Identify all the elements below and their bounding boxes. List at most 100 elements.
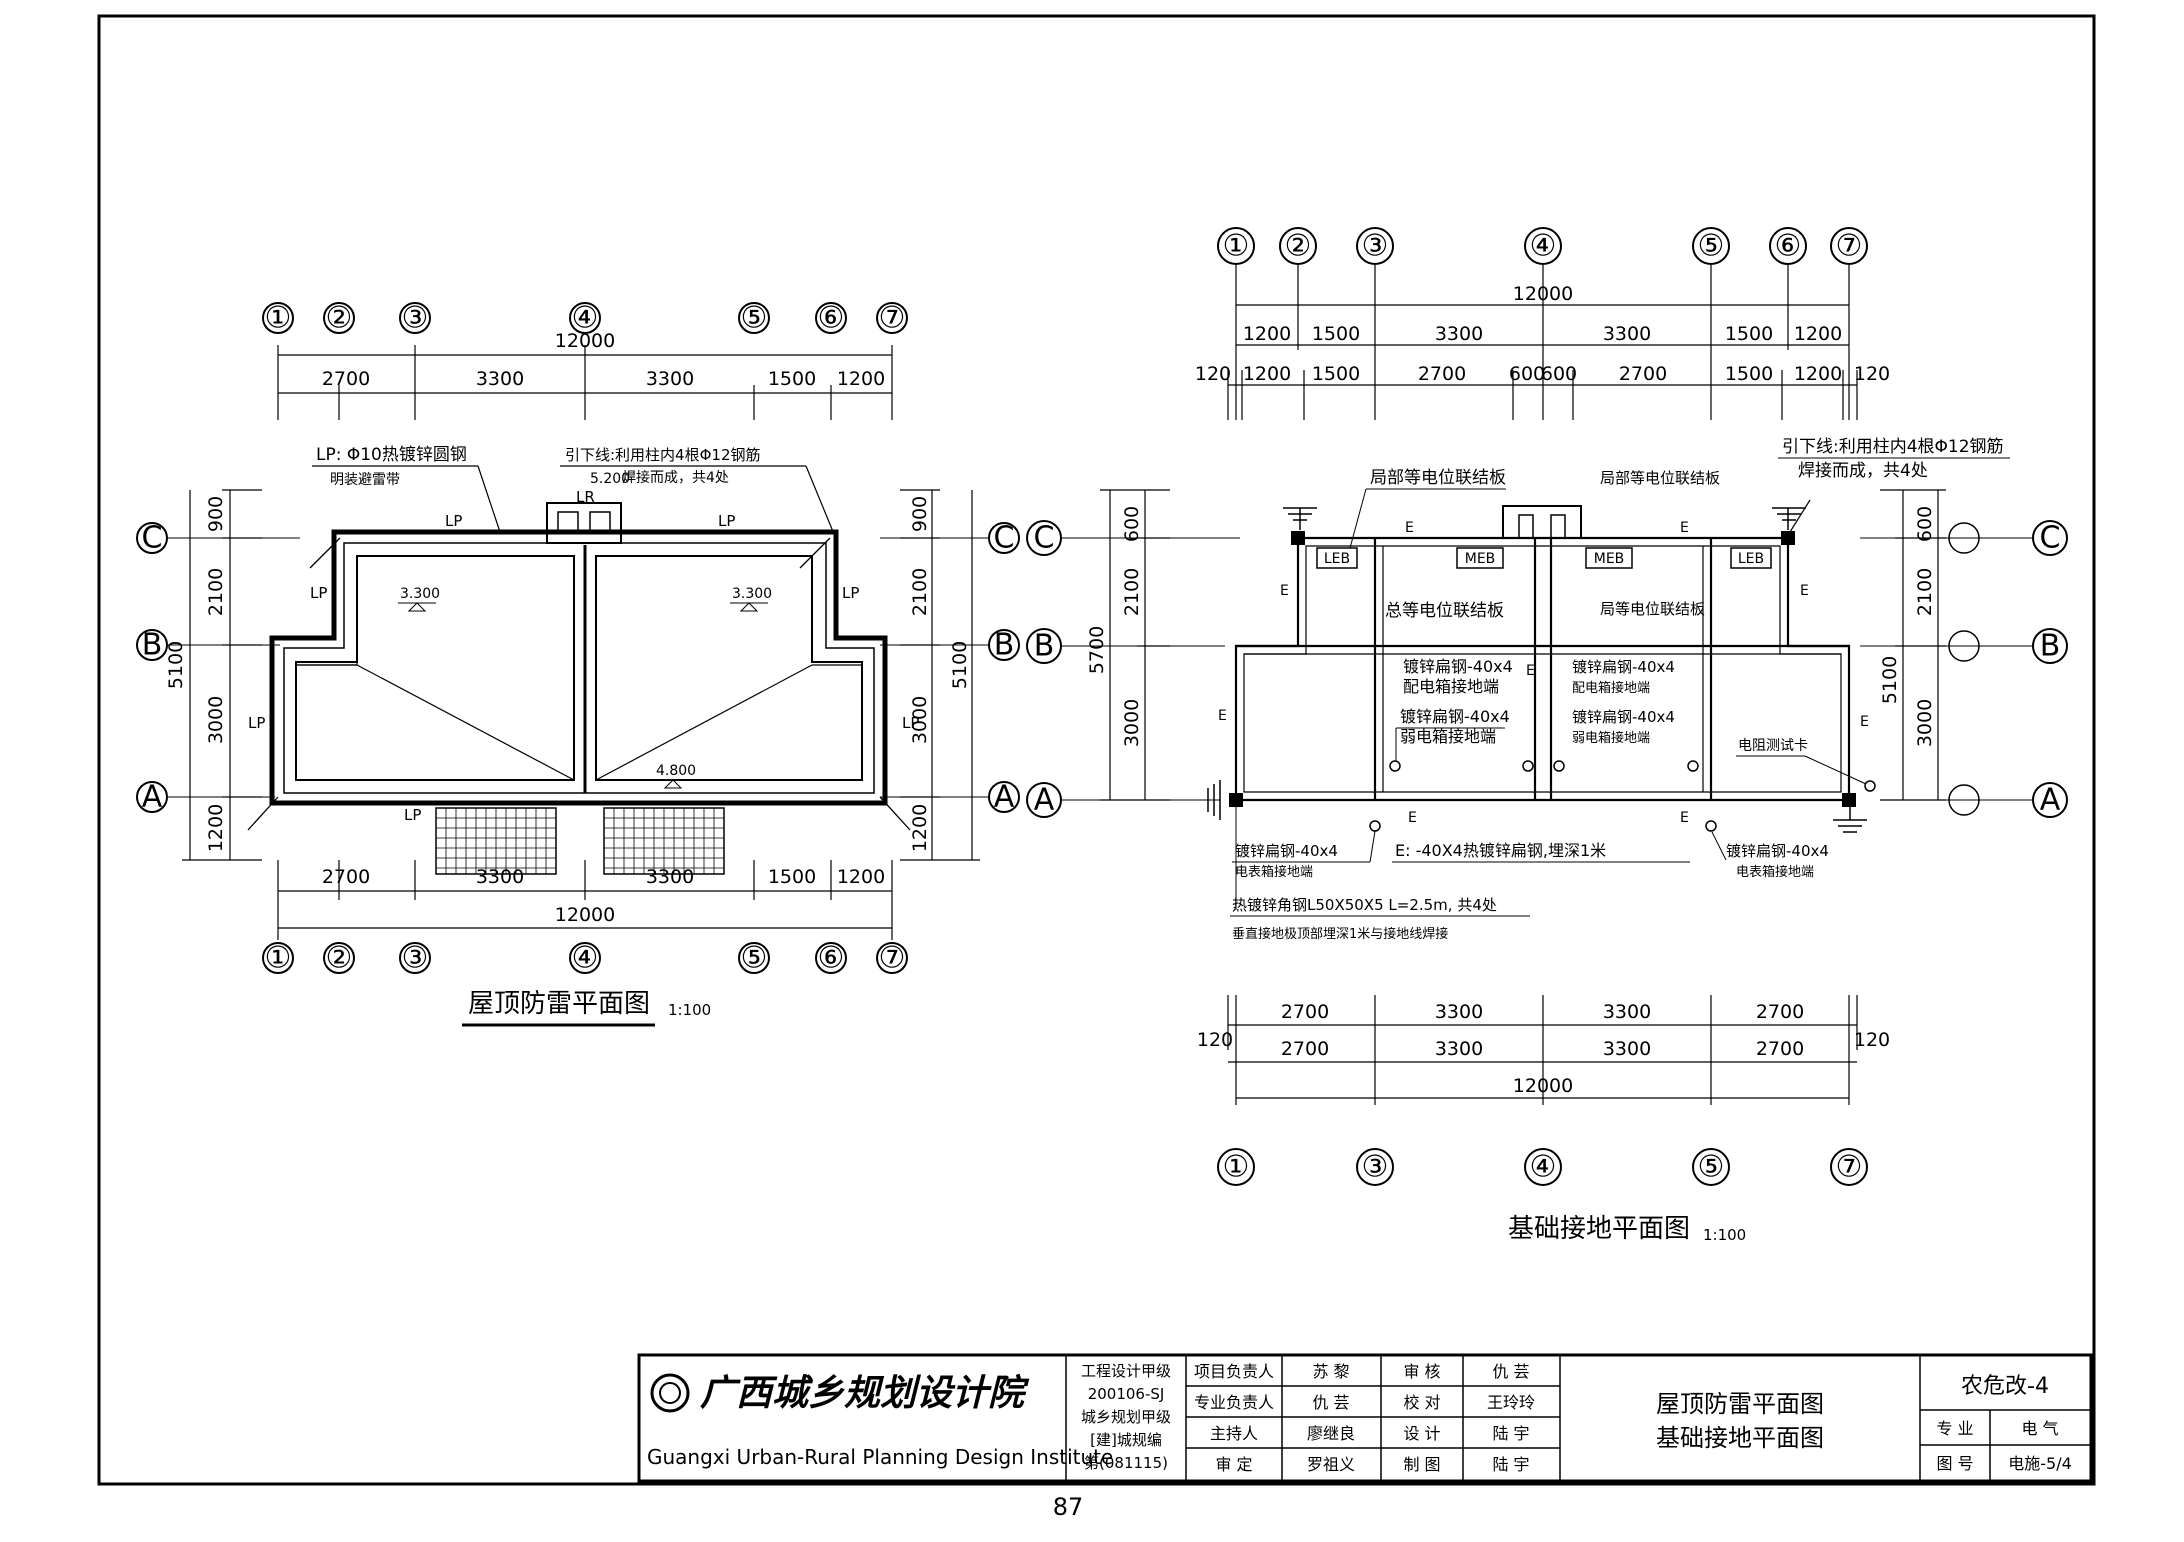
lr-label: LR <box>576 488 595 506</box>
dimension: 3300 <box>646 368 694 390</box>
dimension: 3300 <box>646 866 694 888</box>
axis-bubble: ⑤ <box>1698 229 1725 264</box>
dimension: 1500 <box>768 368 816 390</box>
meb-label: MEB <box>1465 551 1496 567</box>
axis-bubble: ④ <box>1530 229 1557 264</box>
steel-label: 镀锌扁钢-40x4 <box>1572 658 1675 676</box>
axis-bubble: ③ <box>402 941 429 976</box>
dimension: 2700 <box>1281 1038 1329 1060</box>
e-labels: E E E E E E E E E <box>1218 520 1869 826</box>
dimension: 120 <box>1195 363 1231 385</box>
elevation: 5.200 <box>590 471 630 487</box>
steel-label: 镀锌扁钢-40x4 <box>1572 708 1675 726</box>
dimension: 1500 <box>1725 323 1773 345</box>
sheet-title: 基础接地平面图 <box>1656 1424 1824 1452</box>
total-dimension: 12000 <box>555 330 615 352</box>
drawing-title: 基础接地平面图 <box>1508 1214 1690 1244</box>
axis-bubble: ④ <box>1530 1150 1557 1185</box>
drawing-scale: 1:100 <box>1703 1226 1746 1244</box>
total-dimension: 5700 <box>1086 626 1108 674</box>
steel-label: 配电箱接地端 <box>1572 680 1650 696</box>
dimension: 2700 <box>1756 1001 1804 1023</box>
leb-label: LEB <box>1738 551 1764 567</box>
elevation: 3.300 <box>732 586 772 602</box>
meb-label: MEB <box>1594 551 1625 567</box>
dimension: 2700 <box>1756 1038 1804 1060</box>
drawing-title: 屋顶防雷平面图 <box>468 989 650 1019</box>
left-row-bubbles: C B A <box>136 521 168 815</box>
discipline: 电 气 <box>2021 1419 2058 1438</box>
steel-label: 弱电箱接地端 <box>1572 730 1650 746</box>
cert-line: 200106-SJ <box>1088 1385 1165 1403</box>
role: 制 图 <box>1403 1455 1440 1474</box>
institute-name-en: Guangxi Urban-Rural Planning Design Inst… <box>647 1445 1113 1469</box>
dimension: 600 <box>1121 506 1143 542</box>
person: 陆 宇 <box>1492 1455 1529 1474</box>
roof-lightning-plan: ① ② ③ ④ ⑤ ⑥ ⑦ 12000 2700 3300 3300 1500 … <box>136 301 1020 1027</box>
person: 罗祖义 <box>1307 1455 1355 1474</box>
dimension: 1500 <box>1312 323 1360 345</box>
role: 设 计 <box>1403 1424 1440 1443</box>
dimension: 2100 <box>1914 568 1936 616</box>
person: 苏 黎 <box>1312 1362 1349 1381</box>
lp-label: LP <box>718 512 735 530</box>
dimension: 3300 <box>476 368 524 390</box>
e-label: E <box>1680 520 1689 536</box>
top-axis-bubbles: ① ② ③ ④ ⑤ ⑥ ⑦ <box>1217 227 1868 265</box>
axis-bubble: ⑥ <box>1775 229 1802 264</box>
ground-note: 垂直接地极顶部埋深1米与接地线焊接 <box>1232 926 1448 942</box>
total-dimension: 5100 <box>1879 656 1901 704</box>
down-note: 引下线:利用柱内4根Φ12钢筋 <box>1782 437 2004 457</box>
lp-label: LP <box>404 806 421 824</box>
axis-bubble: A <box>1034 783 1055 818</box>
drawing-number-label: 图 号 <box>1936 1454 1973 1473</box>
lp-note: LP: Φ10热镀锌圆钢 <box>316 445 467 465</box>
person: 廖继良 <box>1307 1424 1355 1443</box>
e-label: E <box>1280 583 1289 599</box>
e-label: E <box>1405 520 1414 536</box>
person: 陆 宇 <box>1492 1424 1529 1443</box>
down-note: 焊接而成，共4处 <box>622 469 729 486</box>
dimension: 120 <box>1197 1029 1233 1051</box>
bond-label: 局部等电位联结板 <box>1370 468 1506 488</box>
e-label: E <box>1408 810 1417 826</box>
lp-label: LP <box>902 714 919 732</box>
axis-bubble: B <box>994 628 1015 663</box>
test-card-label: 电阻测试卡 <box>1738 738 1808 754</box>
lp-label: LP <box>248 714 265 732</box>
lp-label: LP <box>445 512 462 530</box>
axis-bubble: ④ <box>572 941 599 976</box>
dimension: 3300 <box>1603 1001 1651 1023</box>
cert-line: [建]城规编 <box>1090 1431 1162 1449</box>
axis-bubble: ② <box>326 301 353 336</box>
terminals <box>1369 760 1876 832</box>
ground-note: 热镀锌角钢L50X50X5 L=2.5m, 共4处 <box>1232 896 1497 914</box>
down-conductor-arrows <box>247 537 911 831</box>
bond-label: 总等电位联结板 <box>1385 601 1504 621</box>
dimension: 3300 <box>476 866 524 888</box>
institute-logo: 广西城乡规划设计院 <box>650 1373 1030 1414</box>
dimension: 600 <box>1914 506 1936 542</box>
axis-bubble: C <box>142 521 163 556</box>
steel-label: 镀锌扁钢-40x4 <box>1403 657 1513 676</box>
dimension: 3300 <box>1603 1038 1651 1060</box>
lp-note: 明装避雷带 <box>330 472 400 488</box>
dimension: 3000 <box>1914 699 1936 747</box>
bottom-axis-bubbles: ① ② ③ ④ ⑤ ⑥ ⑦ <box>262 941 908 976</box>
dimension: 3000 <box>909 696 931 744</box>
steel-label: 镀锌扁钢-40x4 <box>1235 842 1338 860</box>
role: 校 对 <box>1403 1393 1440 1412</box>
bond-label: 局部等电位联结板 <box>1600 469 1720 487</box>
dimension: 2700 <box>322 368 370 390</box>
axis-bubble: C <box>1034 521 1055 556</box>
dimension: 2700 <box>322 866 370 888</box>
steel-label: 弱电箱接地端 <box>1400 727 1496 746</box>
drawing-number: 电施-5/4 <box>2008 1454 2072 1473</box>
axis-bubble: ② <box>326 941 353 976</box>
e-label: E <box>1218 708 1227 724</box>
axis-bubble: ⑦ <box>1836 229 1863 264</box>
cert-line: 城乡规划甲级 <box>1081 1408 1171 1426</box>
foundation-grounding-plan: ① ② ③ ④ ⑤ ⑥ ⑦ 12000 1200 1500 3300 3300 … <box>1026 227 2068 1244</box>
axis-bubble: ① <box>1223 229 1250 264</box>
